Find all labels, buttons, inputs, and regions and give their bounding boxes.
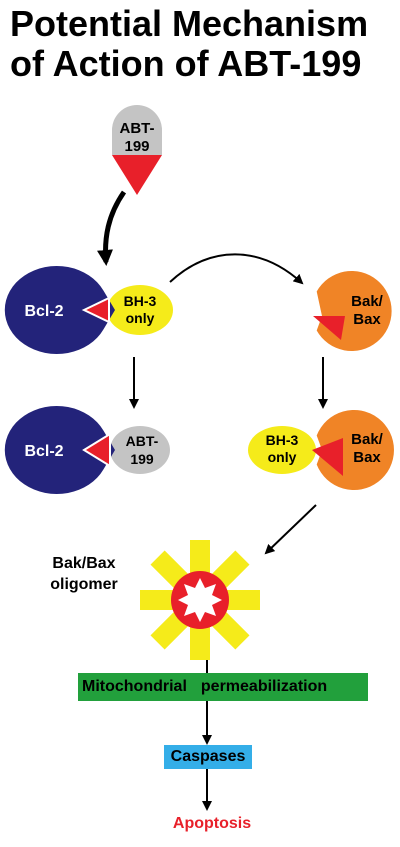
abt-red-triangle xyxy=(82,432,111,468)
bak-bax-label-line-1: Bak/ xyxy=(351,293,384,310)
abt-label-line-1: ABT- xyxy=(126,433,159,449)
abt-grey-protein xyxy=(110,426,170,474)
abt-199-drug: ABT- 199 xyxy=(112,105,162,195)
oligomer-label-line-1: Bak/Bax xyxy=(52,555,115,572)
caspases-banner: Caspases xyxy=(164,745,252,769)
bcl2-protein-2 xyxy=(4,406,115,495)
bh3-only-protein-2 xyxy=(248,426,316,474)
abt-label-line-2: 199 xyxy=(130,451,154,467)
bh3-label-line-2: only xyxy=(126,310,155,326)
page-title: Potential Mechanism of Action of ABT-199 xyxy=(10,4,368,84)
mito-word-1: Mitochondrial xyxy=(82,678,187,695)
oligomer-pore xyxy=(178,578,222,622)
bak-bh3-complex: BH-3 only Bak/ Bax xyxy=(248,410,394,490)
bh3-binding-red-triangle xyxy=(81,296,110,324)
release-curve-arrow xyxy=(169,253,304,285)
bak-label-line-2b: Bax xyxy=(353,449,381,466)
bak-bax-red-pocket xyxy=(313,316,345,340)
mito-word-2: permeabilization xyxy=(200,678,328,695)
bak-bh3-red-triangle xyxy=(312,438,343,476)
drug-label-line-1: ABT- xyxy=(120,120,155,137)
oligomer-label-line-2: oligomer xyxy=(50,576,118,593)
bcl2-label: Bcl-2 xyxy=(24,303,63,320)
apoptosis-label: Apoptosis xyxy=(172,815,252,832)
oligomerization-arrow xyxy=(264,504,317,555)
bak-label-line-1b: Bak/ xyxy=(351,431,384,448)
bcl2-label-2: Bcl-2 xyxy=(24,443,63,460)
bak-bax-label-line-2: Bax xyxy=(353,311,381,328)
drug-label-line-2: 199 xyxy=(124,138,149,155)
title-line-2: of Action of ABT-199 xyxy=(10,43,362,84)
bcl2-abt-complex: Bcl-2 ABT- 199 xyxy=(4,406,170,495)
title-line-1: Potential Mechanism xyxy=(10,3,369,44)
bh3-label-line-1: BH-3 xyxy=(124,293,157,309)
bh3-label-line-2b: only xyxy=(268,449,297,465)
drug-red-tip xyxy=(112,155,162,195)
mitochondrial-permeabilization-banner: Mitochondrial permeabilization xyxy=(78,673,368,701)
bh3-label-line-1b: BH-3 xyxy=(266,432,299,448)
drug-grey-cap xyxy=(112,105,162,155)
bcl2-protein xyxy=(4,266,116,355)
bcl2-bh3-complex: Bcl-2 BH-3 only xyxy=(4,266,173,355)
drug-binding-arrow xyxy=(97,190,127,266)
bak-bax-inactive: Bak/ Bax xyxy=(313,271,392,351)
bh3-only-protein xyxy=(107,285,173,335)
bak-bax-oligomer xyxy=(140,540,260,660)
